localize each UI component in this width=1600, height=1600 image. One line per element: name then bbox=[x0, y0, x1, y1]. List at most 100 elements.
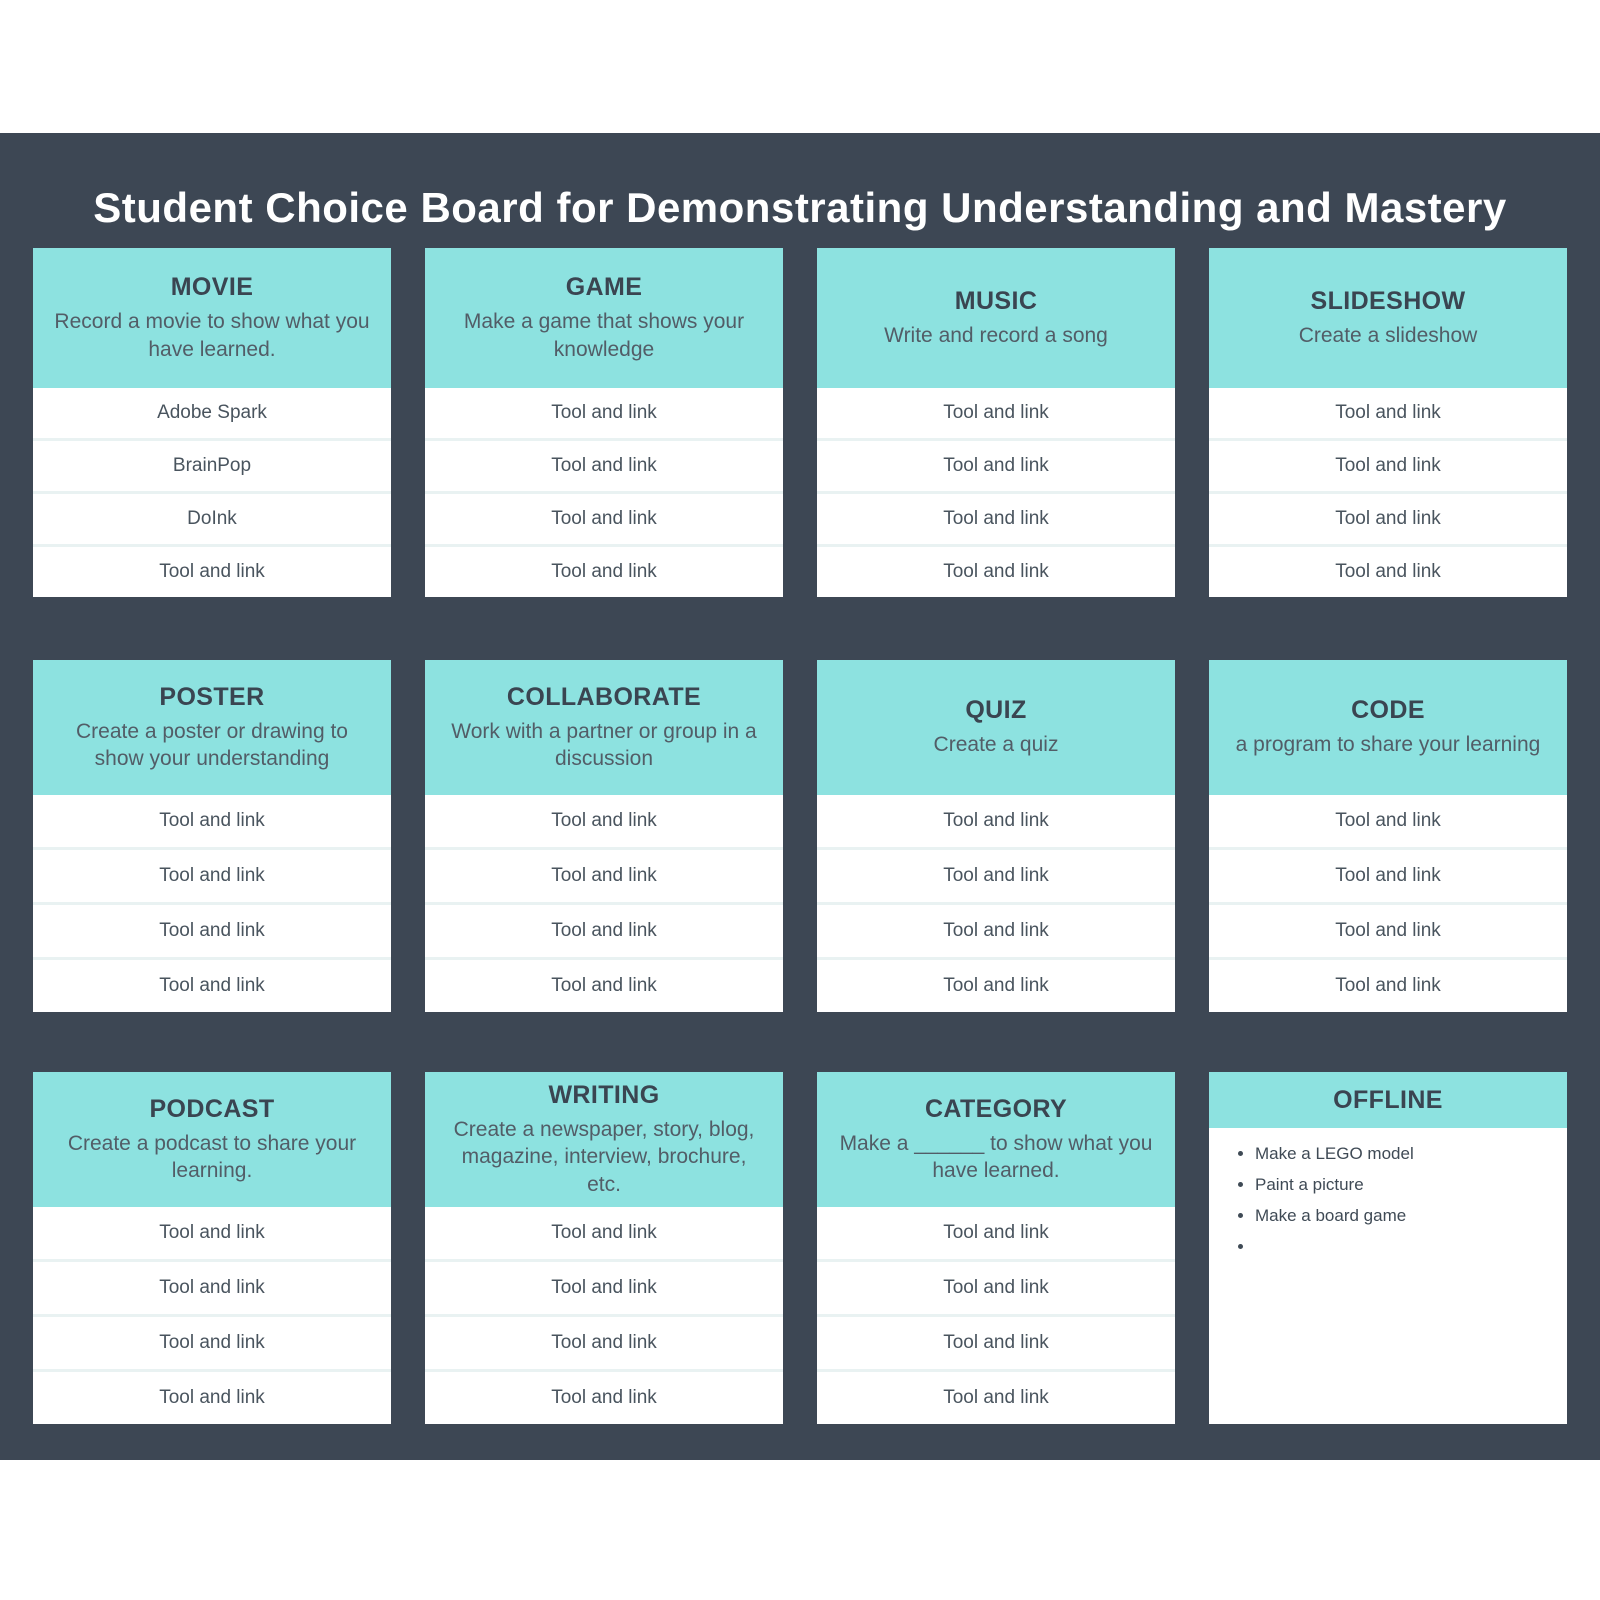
card-description: Create a newspaper, story, blog, magazin… bbox=[453, 1118, 755, 1196]
tool-link-cell: Tool and link bbox=[817, 957, 1175, 1012]
card-description: Create a podcast to share your learning. bbox=[67, 1131, 357, 1182]
card-header: OFFLINE bbox=[1209, 1072, 1567, 1128]
tool-link-cell: Tool and link bbox=[551, 402, 657, 423]
card-title: SLIDESHOW bbox=[1310, 286, 1466, 315]
card-title: PODCAST bbox=[149, 1094, 275, 1123]
tool-link-cell: Tool and link bbox=[425, 1314, 783, 1369]
tool-link-cell: Tool and link bbox=[425, 438, 783, 491]
tool-link-cell: Tool and link bbox=[1209, 491, 1567, 544]
card-description: Write and record a song bbox=[884, 323, 1108, 347]
card-header: CATEGORY Make a ______ to show what you … bbox=[817, 1072, 1175, 1207]
tool-link-cell: Tool and link bbox=[1209, 438, 1567, 491]
tool-link-cell: Tool and link bbox=[551, 1222, 657, 1243]
card-poster: POSTER Create a poster or drawing to sho… bbox=[33, 660, 391, 1012]
card-code: CODE a program to share your learning To… bbox=[1209, 660, 1567, 1012]
offline-activity-item: Paint a picture bbox=[1255, 1175, 1567, 1197]
tool-link-cell: Tool and link bbox=[551, 810, 657, 831]
tool-link-cell: Tool and link bbox=[1209, 847, 1567, 902]
tool-link-cell: Tool and link bbox=[1335, 402, 1441, 423]
card-title: CODE bbox=[1351, 696, 1425, 725]
card-row-2: POSTER Create a poster or drawing to sho… bbox=[33, 660, 1567, 1012]
card-game: GAME Make a game that shows your knowled… bbox=[425, 248, 783, 597]
tool-link-cell: Tool and link bbox=[33, 1369, 391, 1424]
card-description: Make a game that shows your knowledge bbox=[463, 310, 745, 361]
card-podcast: PODCAST Create a podcast to share your l… bbox=[33, 1072, 391, 1424]
card-title: OFFLINE bbox=[1333, 1085, 1443, 1114]
tool-link-cell: Tool and link bbox=[817, 438, 1175, 491]
tool-link-cell: Tool and link bbox=[425, 544, 783, 597]
card-header: SLIDESHOW Create a slideshow bbox=[1209, 248, 1567, 388]
offline-activity-item bbox=[1255, 1237, 1567, 1259]
card-body: Make a LEGO modelPaint a pictureMake a b… bbox=[1209, 1128, 1567, 1424]
tool-link-cell: Tool and link bbox=[33, 544, 391, 597]
tool-link-cell: Tool and link bbox=[943, 810, 1049, 831]
tool-link-cell: Tool and link bbox=[817, 1369, 1175, 1424]
tool-link-cell: Tool and link bbox=[1209, 957, 1567, 1012]
tool-link-cell: Tool and link bbox=[1335, 810, 1441, 831]
card-collaborate: COLLABORATE Work with a partner or group… bbox=[425, 660, 783, 1012]
tool-link-cell: BrainPop bbox=[33, 438, 391, 491]
card-header: GAME Make a game that shows your knowled… bbox=[425, 248, 783, 388]
tool-link-cell: Tool and link bbox=[1209, 544, 1567, 597]
card-description: Record a movie to show what you have lea… bbox=[54, 310, 370, 361]
offline-activity-list: Make a LEGO modelPaint a pictureMake a b… bbox=[1209, 1144, 1567, 1268]
tool-link-cell: Tool and link bbox=[1209, 902, 1567, 957]
card-title: COLLABORATE bbox=[506, 682, 702, 711]
tool-link-cell: Tool and link bbox=[425, 1369, 783, 1424]
tool-link-cell: Adobe Spark bbox=[157, 402, 267, 423]
card-header: POSTER Create a poster or drawing to sho… bbox=[33, 660, 391, 795]
card-header: MUSIC Write and record a song bbox=[817, 248, 1175, 388]
card-title: MOVIE bbox=[170, 273, 254, 302]
card-header: PODCAST Create a podcast to share your l… bbox=[33, 1072, 391, 1207]
card-title: CATEGORY bbox=[924, 1094, 1068, 1123]
tool-link-cell: Tool and link bbox=[817, 902, 1175, 957]
card-title: POSTER bbox=[159, 682, 265, 711]
tool-link-cell: Tool and link bbox=[425, 957, 783, 1012]
card-description: Create a slideshow bbox=[1298, 323, 1478, 347]
card-music: MUSIC Write and record a song Tool and l… bbox=[817, 248, 1175, 597]
tool-link-cell: Tool and link bbox=[33, 847, 391, 902]
tool-link-cell: Tool and link bbox=[817, 1259, 1175, 1314]
card-description: Make a ______ to show what you have lear… bbox=[839, 1131, 1153, 1182]
board-panel: Student Choice Board for Demonstrating U… bbox=[0, 133, 1600, 1460]
tool-link-cell: Tool and link bbox=[425, 1259, 783, 1314]
card-title: MUSIC bbox=[954, 286, 1038, 315]
card-title: WRITING bbox=[548, 1081, 660, 1110]
offline-activity-item: Make a LEGO model bbox=[1255, 1144, 1567, 1166]
card-title: QUIZ bbox=[965, 696, 1027, 725]
card-row-3: PODCAST Create a podcast to share your l… bbox=[33, 1072, 1567, 1424]
tool-link-cell: Tool and link bbox=[425, 902, 783, 957]
card-header: CODE a program to share your learning bbox=[1209, 660, 1567, 795]
page-title: Student Choice Board for Demonstrating U… bbox=[93, 184, 1507, 231]
card-description: Work with a partner or group in a discus… bbox=[451, 719, 757, 770]
card-header: WRITING Create a newspaper, story, blog,… bbox=[425, 1072, 783, 1207]
tool-link-cell: Tool and link bbox=[33, 1259, 391, 1314]
tool-link-cell: Tool and link bbox=[159, 810, 265, 831]
card-slideshow: SLIDESHOW Create a slideshow Tool and li… bbox=[1209, 248, 1567, 597]
card-writing: WRITING Create a newspaper, story, blog,… bbox=[425, 1072, 783, 1424]
card-header: QUIZ Create a quiz bbox=[817, 660, 1175, 795]
card-description: Create a poster or drawing to show your … bbox=[76, 719, 348, 770]
card-row-1: MOVIE Record a movie to show what you ha… bbox=[33, 248, 1567, 597]
tool-link-cell: Tool and link bbox=[817, 847, 1175, 902]
card-header: COLLABORATE Work with a partner or group… bbox=[425, 660, 783, 795]
tool-link-cell: Tool and link bbox=[425, 847, 783, 902]
tool-link-cell: Tool and link bbox=[943, 1222, 1049, 1243]
tool-link-cell: Tool and link bbox=[817, 1314, 1175, 1369]
tool-link-cell: Tool and link bbox=[33, 957, 391, 1012]
tool-link-cell: Tool and link bbox=[159, 1222, 265, 1243]
card-movie: MOVIE Record a movie to show what you ha… bbox=[33, 248, 391, 597]
tool-link-cell: Tool and link bbox=[817, 544, 1175, 597]
